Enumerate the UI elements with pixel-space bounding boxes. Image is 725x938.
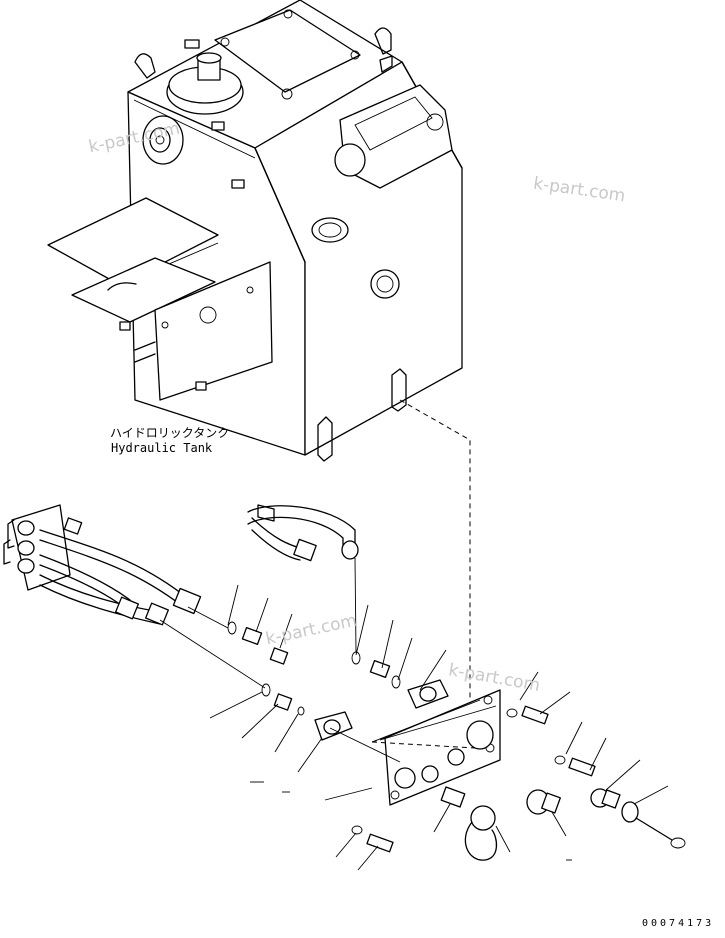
flange-parts bbox=[227, 621, 686, 861]
tank-label-jp: ハイドロリックタンク bbox=[110, 426, 230, 440]
leader-lines bbox=[159, 557, 669, 871]
drawing-serial-number: 00074173 bbox=[642, 918, 715, 929]
hose-loop bbox=[247, 504, 359, 562]
reference-line bbox=[399, 399, 471, 700]
tank-label-en: Hydraulic Tank bbox=[111, 441, 213, 455]
hose-bundle bbox=[3, 504, 202, 626]
mounting-plate bbox=[371, 689, 501, 806]
hydraulic-tank bbox=[47, 0, 463, 462]
